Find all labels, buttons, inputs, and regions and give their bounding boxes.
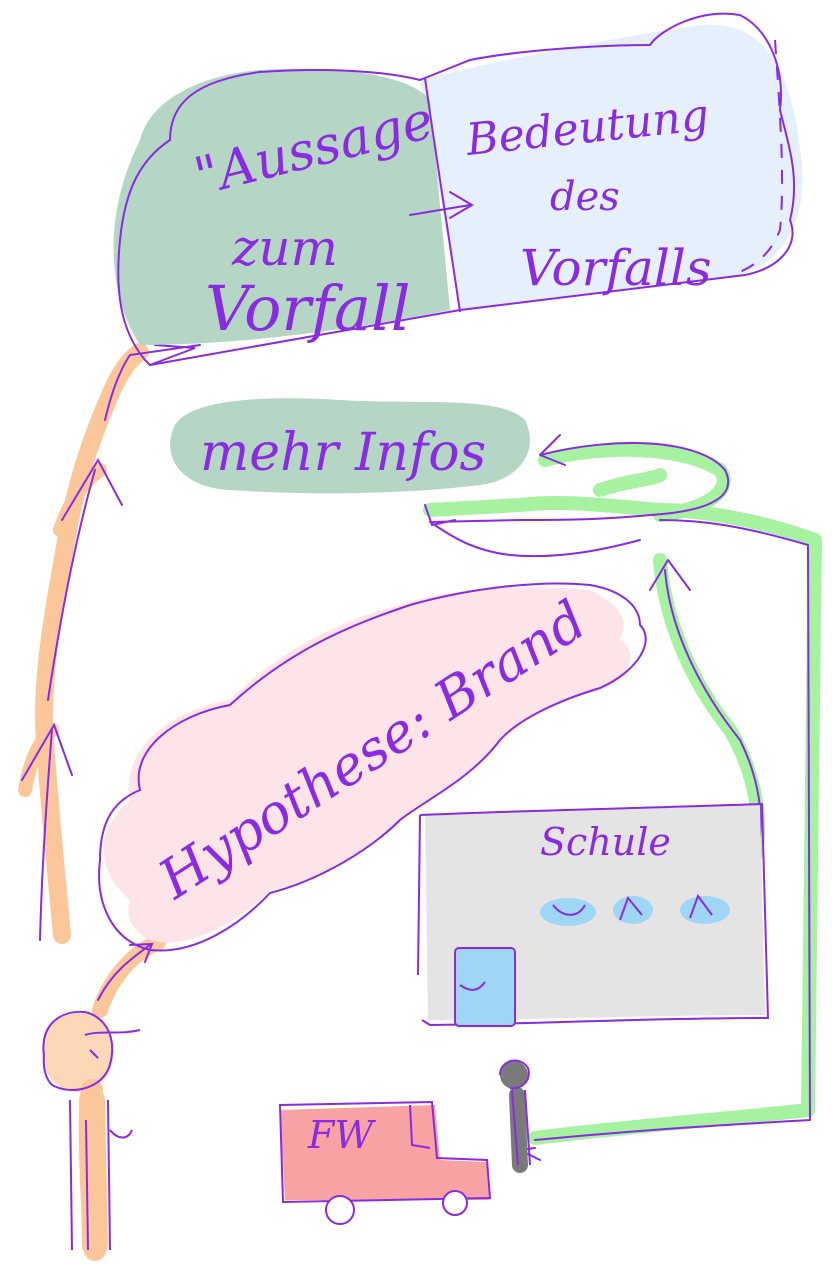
aussage-line2: zum — [231, 219, 338, 277]
green-loop — [425, 435, 815, 1160]
reporter-person — [42, 1012, 140, 1250]
school-window-1 — [540, 898, 596, 926]
truck-wheel-right — [443, 1191, 467, 1215]
bedeutung-line2: des — [550, 174, 620, 220]
firefighter-figure — [500, 1061, 530, 1165]
person-orange-body — [92, 1100, 95, 1245]
truck-label: FW — [307, 1113, 376, 1157]
truck-wheel-left — [326, 1196, 354, 1224]
bedeutung-line3: Vorfalls — [520, 239, 711, 297]
mehr-infos-label: mehr Infos — [200, 423, 486, 483]
school-window-2 — [613, 896, 653, 924]
school-label: Schule — [540, 820, 671, 864]
orange-stroke-up — [60, 470, 100, 530]
aussage-line3: Vorfall — [205, 272, 411, 345]
school-window-3 — [680, 896, 730, 924]
